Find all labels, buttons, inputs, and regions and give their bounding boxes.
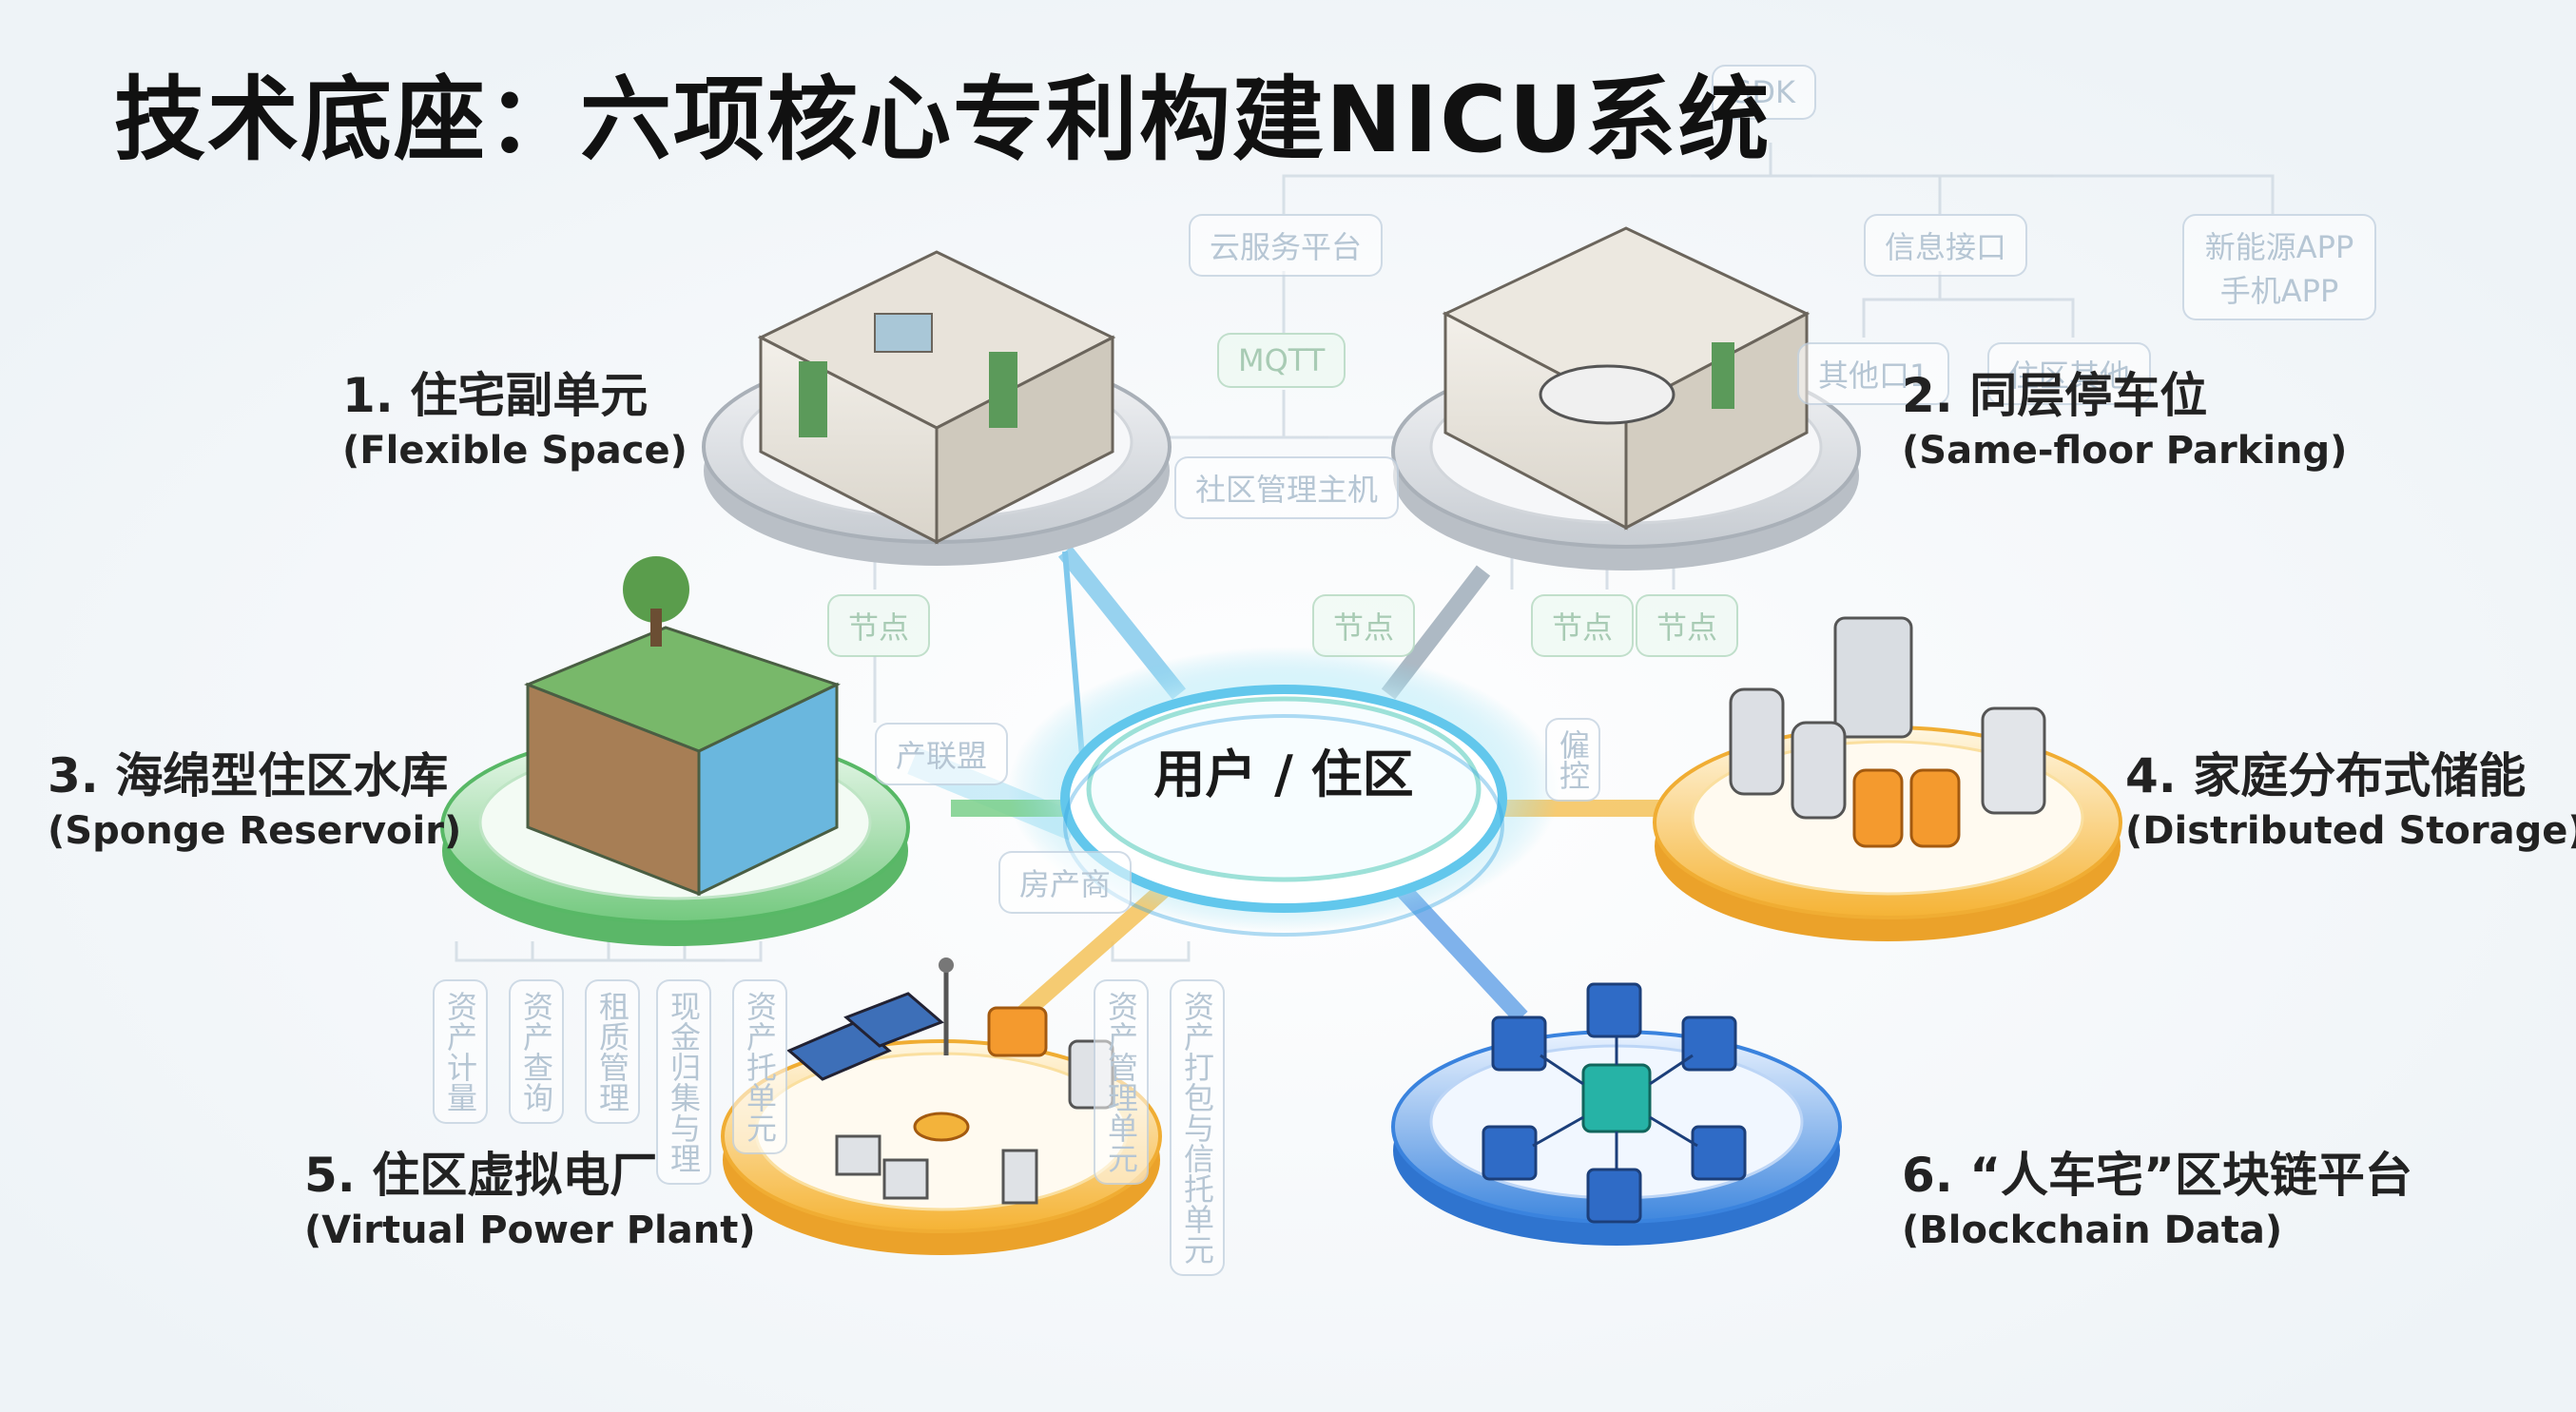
bg-tag-col-1: 资产计量 bbox=[433, 979, 488, 1124]
bg-tag-alliance: 产联盟 bbox=[875, 723, 1009, 785]
bg-tag-ctrl: 僱控 bbox=[1545, 718, 1600, 802]
bg-tag-node-2: 节点 bbox=[1312, 594, 1416, 657]
module-5-disk bbox=[721, 957, 1162, 1255]
module-5-title: 5. 住区虚拟电厂 bbox=[304, 1148, 658, 1203]
bg-tag-cloud: 云服务平台 bbox=[1189, 214, 1384, 277]
bg-tag-col-7: 资产打包与信托单元 bbox=[1170, 979, 1225, 1276]
hub-label: 用户 / 住区 bbox=[1153, 745, 1414, 804]
bg-tag-mqtt: MQTT bbox=[1217, 333, 1346, 388]
module-4-subtitle: (Distributed Storage) bbox=[2125, 809, 2576, 853]
module-2-disk bbox=[1391, 226, 1861, 571]
module-4-title: 4. 家庭分布式储能 bbox=[2125, 748, 2527, 803]
bg-tag-node-4: 节点 bbox=[1636, 594, 1739, 657]
module-4-label: 4. 家庭分布式储能 (Distributed Storage) bbox=[2125, 746, 2576, 857]
module-2-title: 2. 同层停车位 bbox=[1902, 368, 2208, 423]
module-3-subtitle: (Sponge Reservoir) bbox=[48, 809, 462, 853]
module-3-disk bbox=[440, 556, 910, 946]
bg-tag-col-3: 租质管理 bbox=[585, 979, 640, 1124]
module-1-disk bbox=[702, 250, 1172, 566]
module-5-label: 5. 住区虚拟电厂 (Virtual Power Plant) bbox=[304, 1146, 756, 1256]
bg-tag-host: 社区管理主机 bbox=[1174, 456, 1400, 519]
bg-tag-col-4: 现金归集与理 bbox=[656, 979, 711, 1185]
module-2-subtitle: (Same-floor Parking) bbox=[1902, 429, 2348, 473]
module-5-subtitle: (Virtual Power Plant) bbox=[304, 1209, 756, 1252]
module-1-title: 1. 住宅副单元 bbox=[342, 368, 649, 423]
bg-tag-info: 信息接口 bbox=[1864, 214, 2028, 277]
bg-tag-col-2: 资产查询 bbox=[509, 979, 564, 1124]
bg-tag-sdk: SDK bbox=[1712, 65, 1816, 120]
module-3-label: 3. 海绵型住区水库 (Sponge Reservoir) bbox=[48, 746, 461, 857]
module-3-title: 3. 海绵型住区水库 bbox=[48, 748, 449, 803]
bg-tag-other1: 其他口1 bbox=[1797, 342, 1950, 405]
bg-tag-realestate: 房产商 bbox=[998, 851, 1133, 914]
bg-tag-node-1: 节点 bbox=[827, 594, 931, 657]
module-6-title: 6. “人车宅”区块链平台 bbox=[1902, 1148, 2412, 1203]
module-1-subtitle: (Flexible Space) bbox=[342, 429, 688, 473]
module-6-label: 6. “人车宅”区块链平台 (Blockchain Data) bbox=[1902, 1146, 2412, 1256]
hub-ring bbox=[1008, 647, 1559, 937]
module-2-label: 2. 同层停车位 (Same-floor Parking) bbox=[1902, 366, 2347, 476]
bg-tag-other2: 住区其他 bbox=[1987, 342, 2152, 405]
module-6-disk bbox=[1391, 982, 1842, 1246]
bg-tag-col-5: 资产托单元 bbox=[732, 979, 787, 1154]
bg-tag-col-6: 资产管理单元 bbox=[1094, 979, 1149, 1185]
bg-tag-app: 新能源APP手机APP bbox=[2182, 214, 2376, 320]
module-6-subtitle: (Blockchain Data) bbox=[1902, 1209, 2283, 1252]
page-title: 技术底座：六项核心专利构建NICU系统 bbox=[114, 67, 1772, 173]
module-4-disk bbox=[1653, 616, 2122, 941]
module-1-label: 1. 住宅副单元 (Flexible Space) bbox=[342, 366, 688, 476]
bg-tag-node-3: 节点 bbox=[1531, 594, 1635, 657]
